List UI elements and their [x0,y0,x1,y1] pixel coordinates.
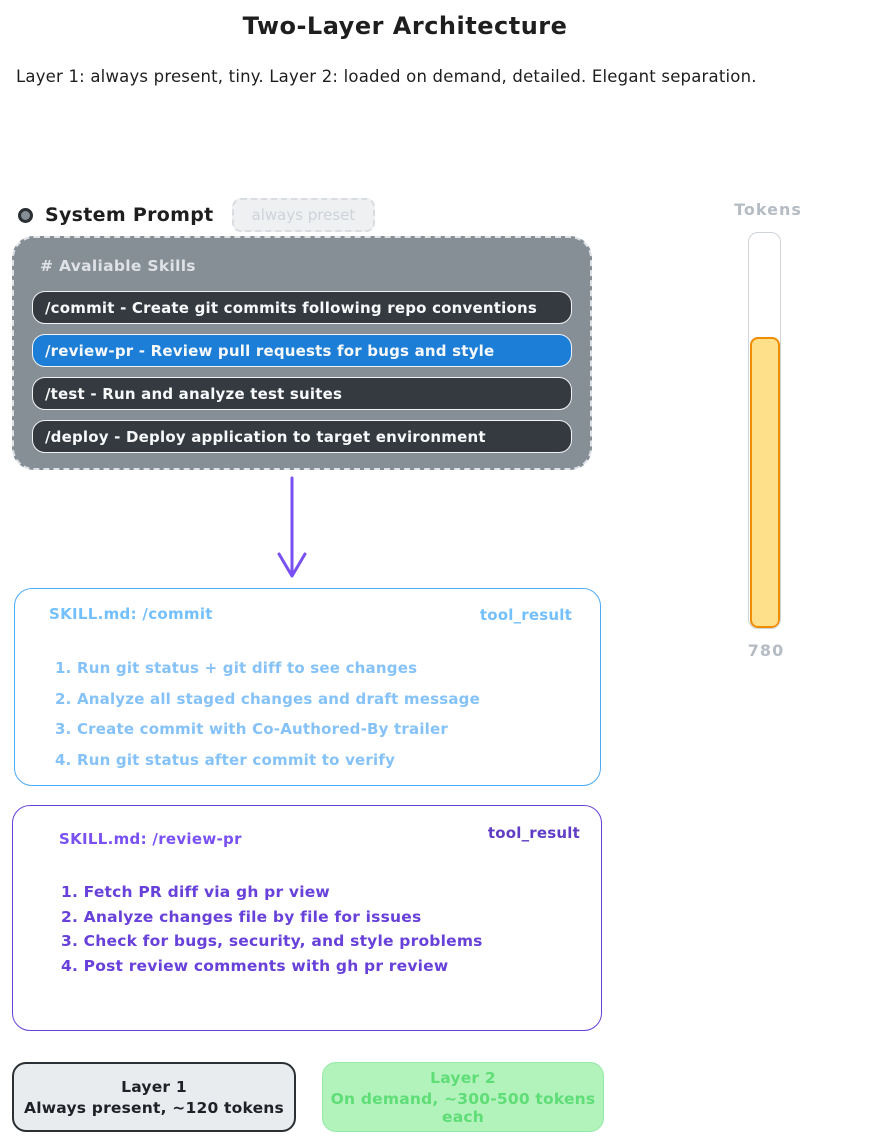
tokens-gauge-fill [749,337,780,628]
system-prompt-header: System Prompt always preset [18,198,376,232]
layer2-title: Layer 2 [430,1068,496,1087]
commit-step: 1. Run git status + git diff to see chan… [55,659,418,677]
system-prompt-label: System Prompt [45,204,214,226]
skill-row-commit: /commit - Create git commits following r… [32,291,572,324]
review-step: 2. Analyze changes file by file for issu… [61,907,422,926]
review-step: 4. Post review comments with gh pr revie… [61,956,449,975]
tokens-gauge-track [748,232,781,629]
commit-card-steps: 1. Run git status + git diff to see chan… [55,659,480,781]
commit-card-title: SKILL.md: /commit [49,605,213,623]
commit-card-tool-result-badge: tool_result [479,606,572,624]
commit-step: 2. Analyze all staged changes and draft … [55,689,480,708]
review-card-tool-result-badge: tool_result [487,824,580,842]
tokens-gauge-value: 780 [747,641,785,660]
down-arrow-icon [277,476,307,578]
always-preset-badge: always preset [231,198,376,232]
commit-skill-card: SKILL.md: /commit tool_result 1. Run git… [14,588,601,786]
circle-icon [18,207,33,223]
layer2-legend-box: Layer 2 On demand, ~300-500 tokens each [322,1062,604,1132]
skill-row-test: /test - Run and analyze test suites [32,377,572,410]
review-step: 3. Check for bugs, security, and style p… [61,932,483,950]
review-step: 1. Fetch PR diff via gh pr view [61,883,330,901]
review-card-title: SKILL.md: /review-pr [59,830,242,848]
commit-step: 3. Create commit with Co-Authored-By tra… [55,720,448,738]
system-prompt-box: # Avaliable Skills /commit - Create git … [12,236,592,470]
layer1-title: Layer 1 [121,1077,187,1096]
tokens-gauge-label: Tokens [734,200,802,219]
commit-step: 4. Run git status after commit to verify [55,750,396,769]
review-card-steps: 1. Fetch PR diff via gh pr view 2. Analy… [61,883,483,981]
skill-row-deploy: /deploy - Deploy application to target e… [32,420,572,453]
page-subtitle: Layer 1: always present, tiny. Layer 2: … [16,67,757,86]
page-title: Two-Layer Architecture [242,12,568,40]
layer1-legend-box: Layer 1 Always present, ~120 tokens [12,1062,296,1132]
review-pr-skill-card: SKILL.md: /review-pr tool_result 1. Fetc… [12,805,602,1031]
layer2-subtitle: On demand, ~300-500 tokens each [330,1089,596,1126]
skill-row-review-pr: /review-pr - Review pull requests for bu… [32,334,572,367]
layer1-subtitle: Always present, ~120 tokens [24,1098,284,1117]
skills-header: # Avaliable Skills [40,257,196,275]
